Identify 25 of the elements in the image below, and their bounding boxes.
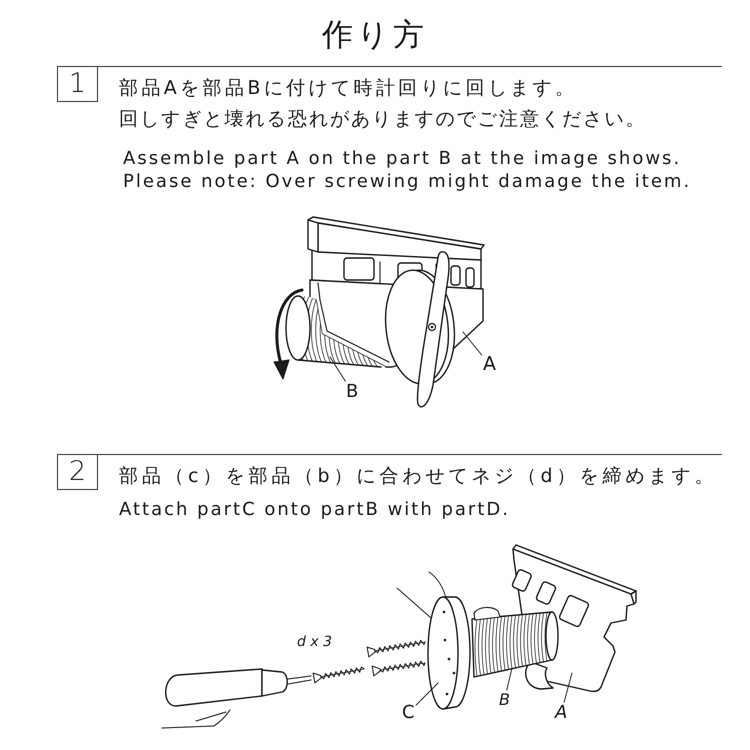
part-label: B bbox=[346, 383, 358, 401]
instruction-text: 回しすぎと壊れる恐れがありますのでご注意ください。 bbox=[119, 109, 646, 131]
part-label: C bbox=[402, 704, 415, 722]
leader-line bbox=[462, 332, 482, 356]
quantity-label: d x 3 bbox=[297, 635, 332, 649]
part-label: A bbox=[483, 355, 496, 374]
instruction-text: 部品Aを部品Bに付けて時計回りに回します。 bbox=[119, 78, 578, 100]
instruction-text: Attach partC onto partB with partD. bbox=[119, 500, 510, 521]
leader-line bbox=[506, 668, 512, 691]
threaded-tube bbox=[471, 604, 560, 680]
threaded-tube bbox=[285, 295, 387, 368]
instruction-text: Assemble part A on the part B at the image shows. bbox=[123, 149, 682, 170]
leader-line bbox=[330, 356, 346, 382]
leader-line bbox=[416, 682, 438, 706]
leader-line bbox=[396, 588, 432, 618]
part-label: A bbox=[555, 704, 568, 722]
title: 作り方 bbox=[322, 18, 428, 54]
step-number-box: 2 bbox=[57, 454, 98, 490]
instruction-text: 部品（c）を部品（b）に合わせてネジ（d）を締めます。 bbox=[119, 466, 718, 488]
part-label: B bbox=[499, 692, 510, 708]
round-flange bbox=[426, 595, 471, 711]
instruction-text: Please note: Over screwing might damage the item. bbox=[123, 172, 692, 193]
leader-line bbox=[428, 572, 446, 598]
leader-line bbox=[564, 672, 572, 703]
step-number-box: 1 bbox=[57, 66, 98, 102]
